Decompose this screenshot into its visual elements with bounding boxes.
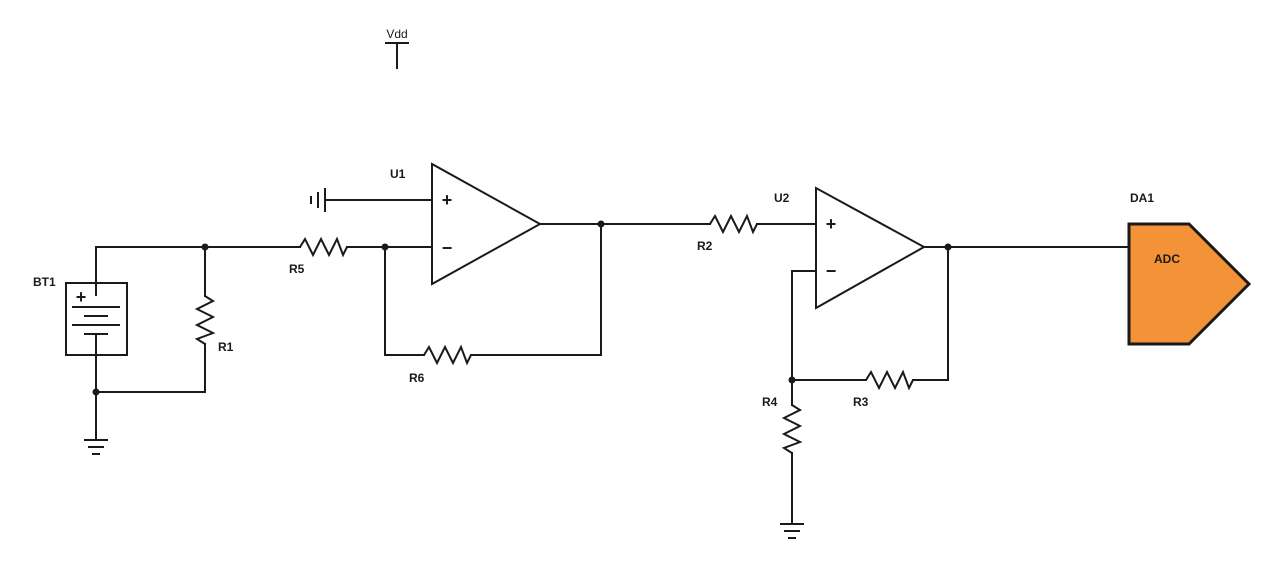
resistor-r2-label: R2 (697, 239, 713, 253)
ground-symbol (780, 523, 804, 539)
adc-da1-label: DA1 (1130, 191, 1154, 205)
battery-bt1 (65, 247, 128, 392)
junction-node (944, 243, 952, 251)
resistor-r6-label: R6 (409, 371, 425, 385)
battery-bt1-label: BT1 (33, 275, 56, 289)
wire-u1-feedback-right (470, 223, 602, 356)
battery-plus-sign: + (76, 287, 87, 307)
resistor-r2 (709, 213, 758, 235)
vdd-power-symbol (385, 42, 409, 69)
resistor-r5 (299, 236, 348, 258)
opamp-u2-minus: − (826, 261, 837, 281)
opamp-u1 (431, 162, 543, 286)
adc-da1-block (1127, 222, 1252, 346)
opamp-u2-plus: + (826, 214, 837, 234)
junction-node (92, 388, 100, 396)
wire-r3-right (912, 246, 949, 381)
resistor-r4 (781, 404, 803, 454)
opamp-u2-label: U2 (774, 191, 790, 205)
wire-u2-minus (791, 270, 817, 406)
opamp-u2 (815, 186, 927, 310)
wire-bt1-bottom (95, 343, 206, 393)
resistor-r1 (194, 295, 216, 345)
resistor-r3-label: R3 (853, 395, 869, 409)
resistor-r6 (423, 344, 472, 366)
opamp-u1-label: U1 (390, 167, 406, 181)
junction-node (201, 243, 209, 251)
opamp-u1-minus: − (442, 238, 453, 258)
ground-symbol (310, 188, 326, 212)
vdd-label: Vdd (386, 27, 407, 41)
resistor-r3 (865, 369, 914, 391)
opamp-u1-plus: + (442, 190, 453, 210)
adc-da1-text: ADC (1154, 252, 1180, 266)
resistor-r1-label: R1 (218, 340, 234, 354)
ground-symbol (84, 439, 108, 455)
junction-node (597, 220, 605, 228)
resistor-r5-label: R5 (289, 262, 305, 276)
resistor-r4-label: R4 (762, 395, 778, 409)
wire-u1-feedback-left (384, 246, 425, 356)
